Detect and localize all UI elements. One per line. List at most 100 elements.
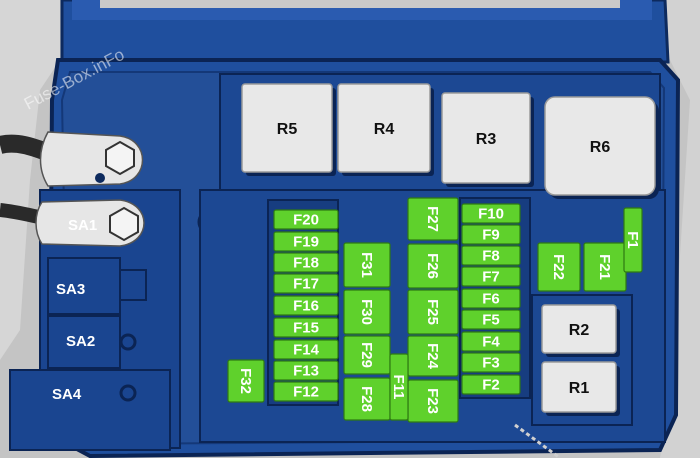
stud-block-sa3 [119, 269, 147, 301]
fuse-f11: F11 [389, 353, 409, 421]
fuse-body [461, 352, 521, 373]
relay-label: R3 [476, 131, 497, 148]
relay-body [541, 304, 617, 354]
fuse-f22: F22 [537, 242, 581, 292]
fuse-label: F25 [424, 299, 441, 325]
fuse-label: F7 [482, 269, 500, 286]
fuse-body [407, 289, 459, 335]
stud-label-sa3: SA3 [56, 281, 85, 298]
fuse-label: F15 [293, 320, 319, 337]
nut-icon-top [105, 140, 135, 176]
fuse-body [273, 252, 339, 273]
fuse-label: F13 [293, 363, 319, 380]
fuse-f26: F26 [407, 243, 459, 289]
fuse-body [273, 381, 339, 402]
fuse-f8: F8 [461, 245, 521, 266]
fuse-body [227, 359, 265, 403]
fuse-label: F4 [482, 334, 500, 351]
relay-label: R5 [277, 121, 298, 138]
stud-bolt-sa2 [119, 333, 137, 351]
relay-label: R6 [590, 139, 611, 156]
pointer-line [514, 423, 561, 458]
fuse-body [343, 289, 391, 335]
relay-label: R4 [374, 121, 395, 138]
fuse-label: F6 [482, 291, 500, 308]
fuse-f7: F7 [461, 266, 521, 287]
fuse-label: F1 [624, 231, 641, 249]
relay-body [541, 361, 617, 413]
fuse-body [461, 288, 521, 309]
fuse-label: F20 [293, 212, 319, 229]
relay-body [544, 96, 656, 196]
fuse-body [273, 339, 339, 360]
fuse-label: F16 [293, 298, 319, 315]
stud-label-sa1: SA1 [68, 217, 97, 234]
fuse-f28: F28 [343, 377, 391, 421]
fuse-label: F30 [358, 299, 375, 325]
fuse-body [343, 242, 391, 288]
relay-r1: R1 [541, 361, 620, 416]
relay-label: R1 [569, 380, 590, 397]
stud-bolt-1 [95, 173, 105, 183]
fuse-body [273, 360, 339, 381]
relay-r6: R6 [544, 96, 659, 199]
fuse-label: F8 [482, 248, 500, 265]
fuse-label: F18 [293, 255, 319, 272]
housing-top-slot [100, 0, 620, 8]
fuse-f6: F6 [461, 288, 521, 309]
fuse-f24: F24 [407, 335, 459, 377]
fuse-label: F22 [550, 254, 567, 280]
fuse-label: F24 [424, 343, 441, 370]
fuse-label: F31 [358, 252, 375, 278]
fuse-label: F9 [482, 227, 500, 244]
fuse-f3: F3 [461, 352, 521, 373]
relay-body [337, 83, 431, 173]
fuse-label: F5 [482, 312, 500, 329]
fuse-f30: F30 [343, 289, 391, 335]
right-surround [640, 0, 700, 458]
fuse-body [273, 317, 339, 338]
fuse-f12: F12 [273, 381, 339, 402]
fuse-f13: F13 [273, 360, 339, 381]
relay-label: R2 [569, 322, 590, 339]
fuse-label: F3 [482, 355, 500, 372]
relay-r2: R2 [541, 304, 620, 357]
fuse-label: F23 [424, 388, 441, 414]
fuse-label: F10 [478, 206, 504, 223]
fuse-body [407, 197, 459, 241]
left-surround [0, 0, 60, 360]
fuse-f16: F16 [273, 295, 339, 316]
fuse-body [389, 353, 409, 421]
fuse-f17: F17 [273, 273, 339, 294]
fuse-body [461, 374, 521, 395]
relay-body [241, 83, 333, 173]
fuse-label: F2 [482, 377, 500, 394]
fuse-f4: F4 [461, 331, 521, 352]
fuse-body [407, 243, 459, 289]
fuse-body [461, 224, 521, 245]
fuse-body [273, 209, 339, 230]
fuse-f15: F15 [273, 317, 339, 338]
fuse-body [273, 295, 339, 316]
fuse-f19: F19 [273, 231, 339, 252]
fuse-body [273, 231, 339, 252]
fuse-f20: F20 [273, 209, 339, 230]
fuse-f27: F27 [407, 197, 459, 241]
stud-label-sa4: SA4 [52, 386, 82, 403]
stud-box-sa4 [9, 369, 171, 451]
fuse-f5: F5 [461, 309, 521, 330]
fuse-f14: F14 [273, 339, 339, 360]
fuse-label: F12 [293, 384, 319, 401]
fuse-label: F28 [358, 386, 375, 412]
fuse-f2: F2 [461, 374, 521, 395]
fuse-f9: F9 [461, 224, 521, 245]
nut-icon-sa1 [109, 206, 139, 242]
fuse-f23: F23 [407, 379, 459, 423]
fuse-body [461, 331, 521, 352]
fuse-f32: F32 [227, 359, 265, 403]
fuse-body [461, 309, 521, 330]
relay-r3: R3 [441, 92, 534, 187]
fuse-f31: F31 [343, 242, 391, 288]
fuse-f18: F18 [273, 252, 339, 273]
